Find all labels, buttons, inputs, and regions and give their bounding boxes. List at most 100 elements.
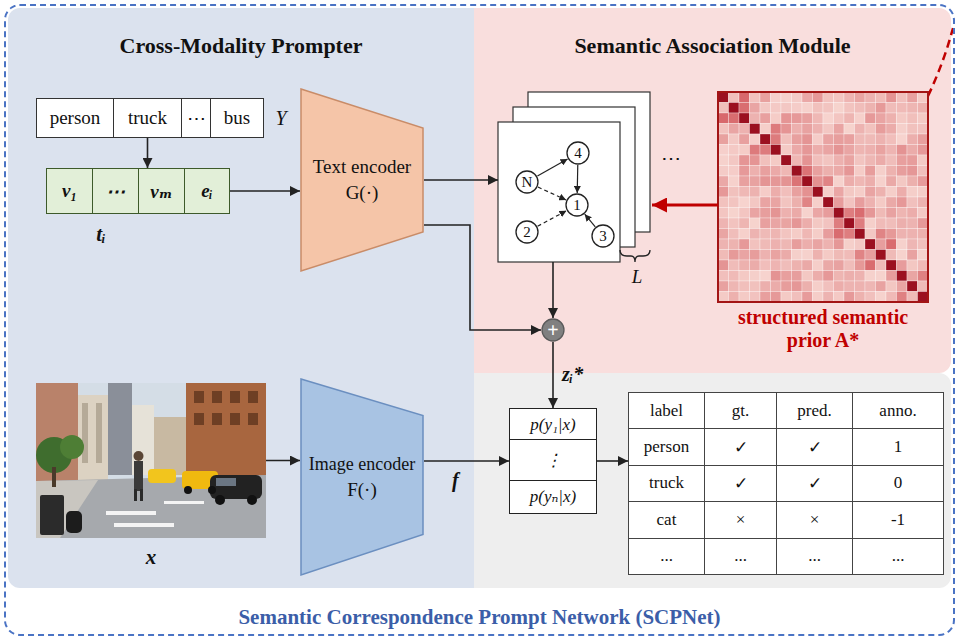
table-cell: label [629, 393, 705, 429]
heatmap-cell [718, 103, 729, 114]
heatmap-cell [813, 250, 824, 261]
layer-ellipsis: ⋯ [656, 146, 686, 170]
heatmap-cell [813, 197, 824, 208]
heatmap-cell [876, 239, 887, 250]
circle-shape [592, 225, 614, 247]
heatmap-cell [918, 208, 929, 219]
heatmap-cell [907, 229, 918, 240]
heatmap-cell [771, 176, 782, 187]
heatmap-cell [781, 271, 792, 282]
heatmap-cell [876, 271, 887, 282]
heatmap-cell [844, 92, 855, 103]
heatmap-cell [876, 113, 887, 124]
heatmap-cell [855, 271, 866, 282]
heatmap-cell [802, 239, 813, 250]
token-cell: eᵢ [184, 168, 230, 214]
heatmap-cell [834, 145, 845, 156]
heatmap-cell [855, 187, 866, 198]
heatmap-cell [897, 281, 908, 292]
heatmap-cell [739, 197, 750, 208]
heatmap-cell [729, 250, 740, 261]
graph-node: 1 [565, 193, 589, 217]
heatmap-cell [750, 229, 761, 240]
table-cell: ... [629, 539, 705, 575]
heatmap-cell [802, 229, 813, 240]
heatmap-cell [876, 260, 887, 271]
heatmap-cell [855, 250, 866, 261]
heatmap-cell [813, 155, 824, 166]
heatmap-cell [865, 166, 876, 177]
heatmap-cell [865, 113, 876, 124]
label-cell: ⋯ [181, 98, 211, 138]
heatmap-cell [771, 208, 782, 219]
table-cell: × [777, 502, 853, 538]
heatmap-cell [792, 155, 803, 166]
heatmap-cell [876, 229, 887, 240]
connector-arrow [230, 190, 300, 192]
heatmap-cell [760, 155, 771, 166]
heatmap-cell [834, 103, 845, 114]
heatmap-cell [876, 281, 887, 292]
heatmap-cell [718, 124, 729, 135]
heatmap-cell [855, 166, 866, 177]
heatmap-cell [813, 92, 824, 103]
table-cell: cat [629, 502, 705, 538]
heatmap-cell [792, 145, 803, 156]
heatmap-cell [918, 145, 929, 156]
heatmap-cell [729, 166, 740, 177]
heatmap-cell [876, 197, 887, 208]
heatmap-cell [907, 113, 918, 124]
heatmap-cell [823, 250, 834, 261]
heatmap-cell [865, 250, 876, 261]
heatmap-cell [876, 134, 887, 145]
heatmap-cell [897, 124, 908, 135]
heatmap-cell [886, 145, 897, 156]
heatmap-cell [760, 124, 771, 135]
heatmap-cell [739, 113, 750, 124]
heatmap-cell [918, 250, 929, 261]
heatmap-cell [823, 113, 834, 124]
heatmap-cell [771, 197, 782, 208]
heatmap-cell [897, 113, 908, 124]
heatmap-cell [865, 218, 876, 229]
heatmap-cell [834, 208, 845, 219]
heatmap-cell [907, 166, 918, 177]
connector-arrow [424, 179, 498, 181]
heatmap-cell [760, 208, 771, 219]
heatmap-cell [876, 92, 887, 103]
heatmap-cell [760, 292, 771, 303]
node-text: Image encoder [309, 451, 415, 477]
heatmap-cell [781, 113, 792, 124]
connector-arrow [652, 204, 718, 207]
heatmap-cell [876, 124, 887, 135]
heatmap-cell [792, 92, 803, 103]
panel-ground [474, 373, 488, 588]
heatmap-cell [834, 292, 845, 303]
heatmap-cell [897, 155, 908, 166]
heatmap-cell [750, 218, 761, 229]
heatmap-cell [729, 229, 740, 240]
heatmap-cell [750, 292, 761, 303]
heatmap-cell [739, 103, 750, 114]
heatmap-cell [886, 250, 897, 261]
heatmap-cell [907, 292, 918, 303]
heatmap-cell [886, 134, 897, 145]
heatmap-cell [865, 92, 876, 103]
heatmap-cell [876, 218, 887, 229]
heatmap-cell [834, 155, 845, 166]
label-cell: bus [210, 98, 264, 138]
module-panel: Semantic Association ModuleLN4123structu… [474, 8, 951, 373]
heatmap-cell [834, 260, 845, 271]
heatmap-cell [886, 218, 897, 229]
heatmap-cell [823, 229, 834, 240]
circle-shape [567, 142, 589, 164]
heatmap-cell [897, 103, 908, 114]
heatmap-cell [792, 166, 803, 177]
heatmap-cell [897, 166, 908, 177]
heatmap-cell [897, 197, 908, 208]
graph-node: N [515, 170, 539, 194]
connector-arrow [552, 342, 554, 408]
graph-layer-frame [498, 122, 620, 262]
heatmap-cell [750, 124, 761, 135]
